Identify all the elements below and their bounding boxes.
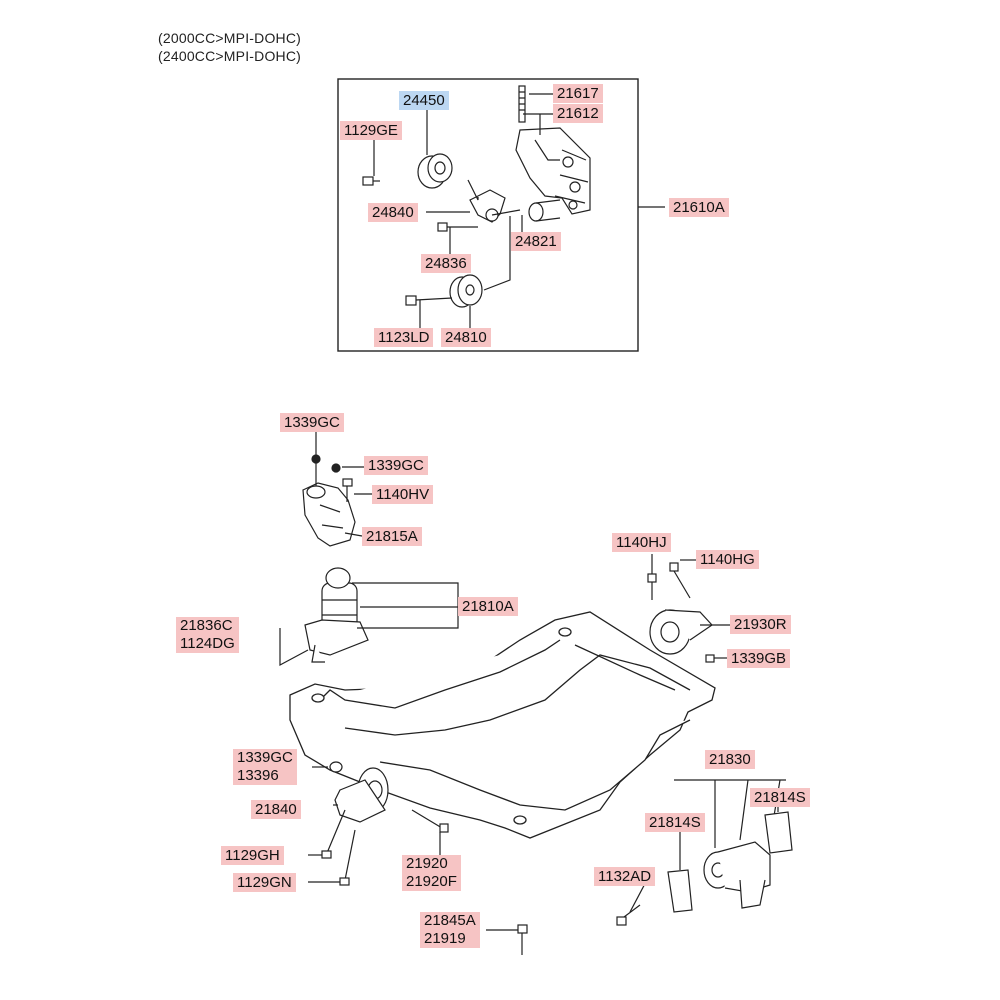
label-21617: 21617 [553, 84, 603, 103]
bolt-1129GH [321, 809, 346, 859]
label-21814S-left: 21814S [645, 813, 705, 832]
label-21836C-1124DG: 21836C 1124DG [176, 617, 239, 653]
bushing-24821 [528, 199, 561, 222]
bolt-21920 [411, 809, 449, 833]
label-21845A-21919: 21845A 21919 [420, 912, 480, 948]
pad-21814S-right [764, 811, 793, 854]
label-1129GE: 1129GE [340, 121, 402, 140]
label-21845A: 21845A [424, 912, 476, 929]
bolt-1123LD [405, 295, 453, 306]
header-line-1: (2000CC>MPI-DOHC) [158, 30, 302, 46]
header-line-2: (2400CC>MPI-DOHC) [158, 48, 302, 64]
label-21610A: 21610A [669, 198, 729, 217]
bolt-1129GE [362, 176, 380, 186]
label-13396: 13396 [237, 767, 279, 784]
label-21836C: 21836C [180, 617, 233, 634]
label-21815A: 21815A [362, 527, 422, 546]
label-24840: 24840 [368, 203, 418, 222]
stud-21617 [518, 85, 526, 123]
label-1339GC-13396: 1339GC 13396 [233, 749, 297, 785]
label-1123LD: 1123LD [374, 328, 434, 347]
label-1132AD: 1132AD [594, 867, 656, 886]
label-1129GN: 1129GN [233, 873, 296, 892]
bolt-1140HG [669, 562, 691, 599]
label-1129GH: 1129GH [221, 846, 284, 865]
label-21920-21920F: 21920 21920F [402, 855, 461, 891]
inset-frame [337, 78, 639, 352]
bolt-1140HV [342, 478, 353, 502]
bolt-1140HJ [647, 573, 657, 583]
nut-1339GC-b [331, 463, 341, 473]
label-1140HJ: 1140HJ [612, 533, 671, 552]
label-24836: 24836 [421, 254, 471, 273]
pad-21814S-left [667, 869, 693, 913]
label-1339GC-top: 1339GC [280, 413, 344, 432]
mount-21830 [703, 841, 771, 909]
label-1339GB: 1339GB [727, 649, 791, 668]
bolt-24836 [437, 222, 478, 232]
label-21920F: 21920F [406, 873, 457, 890]
label-21814S-right: 21814S [750, 788, 810, 807]
label-21919: 21919 [424, 930, 466, 947]
pulley-24450 [417, 153, 453, 189]
subframe [289, 611, 716, 839]
engine-mount-21810A [304, 567, 369, 663]
label-1339GC-second: 1339GC [364, 456, 428, 475]
label-21840: 21840 [251, 800, 301, 819]
nut-13396 [329, 761, 343, 773]
mount-bracket-21815A [302, 482, 356, 547]
bracket-21612 [515, 127, 591, 215]
label-21920: 21920 [406, 855, 448, 872]
pulley-24810 [449, 274, 483, 308]
label-24810: 24810 [441, 328, 491, 347]
label-21612: 21612 [553, 104, 603, 123]
bolt-1129GN [339, 829, 356, 886]
label-1140HG: 1140HG [696, 550, 759, 569]
label-21930R: 21930R [730, 615, 791, 634]
mount-21840 [334, 767, 389, 823]
label-24450: 24450 [399, 91, 449, 110]
label-21810A: 21810A [458, 597, 518, 616]
tensioner-24840 [469, 189, 521, 223]
label-1140HV: 1140HV [372, 485, 434, 504]
label-21830: 21830 [705, 750, 755, 769]
bolt-1132AD [616, 904, 641, 926]
label-1124DG: 1124DG [180, 635, 235, 652]
nut-1339GB [705, 654, 715, 663]
bolt-21845A [517, 924, 528, 955]
label-1339GC-third: 1339GC [237, 749, 293, 766]
mount-21930R [649, 609, 713, 655]
nut-1339GC-a [311, 454, 321, 464]
label-24821: 24821 [511, 232, 561, 251]
